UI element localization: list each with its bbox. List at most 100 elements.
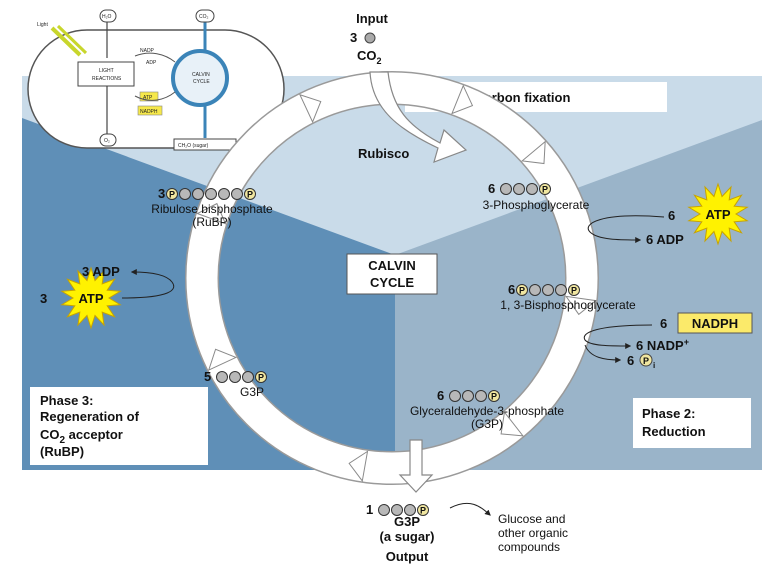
bpg-name: 1, 3-Bisphosphoglycerate bbox=[500, 298, 636, 312]
carbon-atom bbox=[449, 390, 461, 402]
inset-h2o-bubble bbox=[99, 9, 117, 23]
ring-chevron bbox=[348, 450, 369, 483]
nadph-label: NADPH bbox=[692, 316, 738, 331]
carbon-atom bbox=[404, 504, 416, 516]
center-line2: CYCLE bbox=[370, 275, 414, 290]
output-name: G3P bbox=[394, 514, 420, 529]
phase2-label-box: Phase 2: Reduction bbox=[633, 398, 751, 448]
rubisco-label: Rubisco bbox=[358, 146, 409, 161]
inset-calvin-ring bbox=[171, 49, 229, 107]
inset-nadp-label: NADP bbox=[140, 48, 155, 54]
inset-atp-box bbox=[139, 91, 159, 102]
calvin-cycle-ring bbox=[185, 71, 599, 485]
pi-phosphate-icon bbox=[639, 353, 653, 367]
pi-count: 6 bbox=[627, 353, 634, 368]
phosphate-group bbox=[244, 188, 256, 200]
carbon-atom bbox=[462, 390, 474, 402]
phase3-line1: Phase 3: bbox=[40, 393, 93, 408]
ring-chevron bbox=[520, 140, 546, 165]
carbon-atom bbox=[526, 183, 538, 195]
inset-nadph-box bbox=[137, 105, 163, 116]
inset-h2o-label: H₂O bbox=[102, 14, 112, 20]
phosphate-group bbox=[488, 390, 500, 402]
ribp-count: 3 bbox=[158, 186, 165, 201]
phase3-line4: (RuBP) bbox=[40, 444, 84, 459]
output-note: (a sugar) bbox=[380, 529, 435, 544]
output-carbon-chain: P bbox=[378, 504, 429, 516]
center-line1: CALVIN bbox=[368, 258, 415, 273]
phosphate-group bbox=[255, 371, 267, 383]
output-arrow bbox=[398, 439, 434, 493]
phosphate-letter: P bbox=[420, 506, 426, 516]
carbon-atom bbox=[555, 284, 567, 296]
carbon-atom bbox=[529, 284, 541, 296]
g3p-regen-carbon-chain: P bbox=[216, 371, 267, 383]
ring-direction-arrows bbox=[196, 84, 598, 483]
carbon-atom bbox=[229, 371, 241, 383]
carbon-atom bbox=[475, 390, 487, 402]
atp-left-count: 3 bbox=[40, 291, 47, 306]
carbon-atom bbox=[205, 188, 217, 200]
g3p-abbr: (G3P) bbox=[471, 417, 503, 431]
carbon-atom bbox=[216, 371, 228, 383]
g3p-name: Glyceraldehyde-3-phosphate bbox=[410, 404, 564, 418]
inset-calvin-1: CALVIN bbox=[192, 72, 210, 78]
bpg-count: 6 bbox=[508, 282, 515, 297]
inset-light-reactions-1: LIGHT bbox=[99, 68, 114, 74]
products-line3: compounds bbox=[498, 540, 560, 554]
products-line2: other organic bbox=[498, 526, 568, 540]
phase3-line2: Regeneration of bbox=[40, 409, 140, 424]
phosphate-letter: P bbox=[571, 286, 577, 296]
carbon-atom bbox=[500, 183, 512, 195]
inset-calvin-2: CYCLE bbox=[193, 79, 210, 85]
atp-left-label: ATP bbox=[78, 291, 103, 306]
nadph-box bbox=[677, 312, 753, 334]
ring-chevron bbox=[500, 410, 525, 437]
phase3-line3: CO2 acceptor bbox=[40, 427, 123, 446]
inset-nadph-label: NADPH bbox=[140, 109, 158, 115]
phosphate-letter: P bbox=[247, 190, 253, 200]
inset-light-reactions-2: REACTIONS bbox=[92, 76, 122, 82]
g3p-carbon-chain: P bbox=[449, 390, 500, 402]
inset-light-reactions-box bbox=[77, 61, 135, 87]
inset-adp-label: ADP bbox=[146, 60, 157, 66]
pga-count: 6 bbox=[488, 181, 495, 196]
phosphate-group bbox=[166, 188, 178, 200]
atp-right-label: ATP bbox=[705, 207, 730, 222]
carbon-atom bbox=[378, 504, 390, 516]
pi-arrow bbox=[584, 344, 622, 363]
pi-subscript: i bbox=[653, 361, 655, 370]
ring-chevron bbox=[565, 295, 598, 316]
inset-o2-label: O₂ bbox=[104, 138, 110, 144]
atp-right-count: 6 bbox=[668, 208, 675, 223]
phosphate-letter: P bbox=[491, 392, 497, 402]
calvin-cycle-center-label: CALVIN CYCLE bbox=[346, 253, 438, 295]
products-line1: Glucose and bbox=[498, 512, 565, 526]
atp-left-arrow bbox=[121, 269, 175, 299]
phase2-line1: Phase 2: bbox=[642, 406, 695, 421]
inset-light-label: Light bbox=[37, 22, 48, 28]
phosphate-group bbox=[539, 183, 551, 195]
inset-o2-bubble bbox=[99, 133, 117, 147]
nadph-arrow bbox=[583, 324, 653, 349]
ring-chevron bbox=[298, 93, 322, 124]
pga-carbon-chain: P bbox=[500, 183, 551, 195]
phosphate-group bbox=[516, 284, 528, 296]
input-title: Input bbox=[356, 11, 388, 26]
inset-sugar-label: CH₂O (sugar) bbox=[178, 143, 209, 149]
ribp-abbr: (RuBP) bbox=[192, 215, 231, 229]
products-arrow bbox=[449, 502, 491, 516]
nadp-label: 6 NADP+ bbox=[636, 337, 689, 353]
g3p-regen-name: G3P bbox=[240, 385, 264, 399]
phosphate-letter: P bbox=[169, 190, 175, 200]
ribp-name: Ribulose bisphosphate bbox=[151, 202, 273, 216]
output-count: 1 bbox=[366, 502, 373, 517]
phosphate-letter: P bbox=[542, 185, 548, 195]
adp-left-label: 3 ADP bbox=[82, 264, 120, 279]
input-arrow bbox=[369, 71, 468, 163]
phosphate-group bbox=[568, 284, 580, 296]
ring-chevron bbox=[207, 348, 238, 372]
